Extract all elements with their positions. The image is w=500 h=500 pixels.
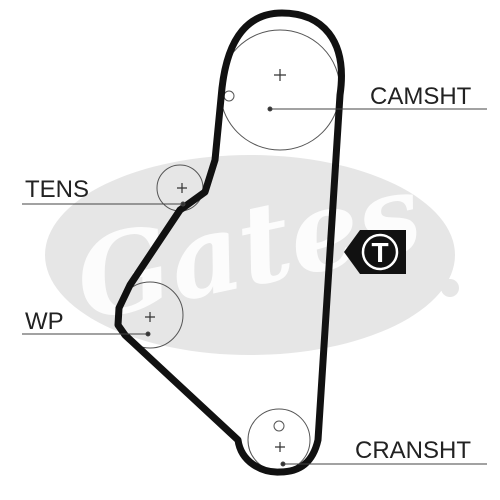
crankshaft-label: CRANSHT	[355, 437, 471, 464]
crankshaft-pulley	[247, 408, 311, 472]
pulley-centers	[145, 69, 286, 452]
water-pump-label: WP	[25, 308, 64, 335]
camshaft-pulley	[219, 29, 341, 151]
leader-lines	[22, 106, 487, 467]
badge-letter: T	[371, 237, 388, 268]
tensioner-badge: T	[344, 230, 406, 274]
watermark-ellipse	[45, 155, 455, 355]
water-pump-leader-dot	[145, 331, 151, 337]
badge-arrow-shape	[344, 230, 406, 274]
badge-circle	[361, 233, 399, 271]
crankshaft-timing-mark	[273, 420, 285, 432]
tensioner-label: TENS	[25, 176, 89, 203]
camshaft-label: CAMSHT	[370, 83, 472, 110]
tensioner-leader-dot	[180, 201, 186, 207]
crankshaft-leader-dot	[280, 461, 286, 467]
timing-belt	[114, 9, 345, 476]
camshaft-leader-dot	[267, 106, 273, 112]
watermark-dot	[441, 279, 459, 297]
crankshaft-center-cross	[275, 442, 285, 452]
water-pump-center-cross	[145, 312, 155, 322]
tensioner-center-cross	[177, 183, 187, 193]
camshaft-center-cross	[274, 69, 286, 81]
camshaft-timing-mark	[223, 90, 235, 102]
